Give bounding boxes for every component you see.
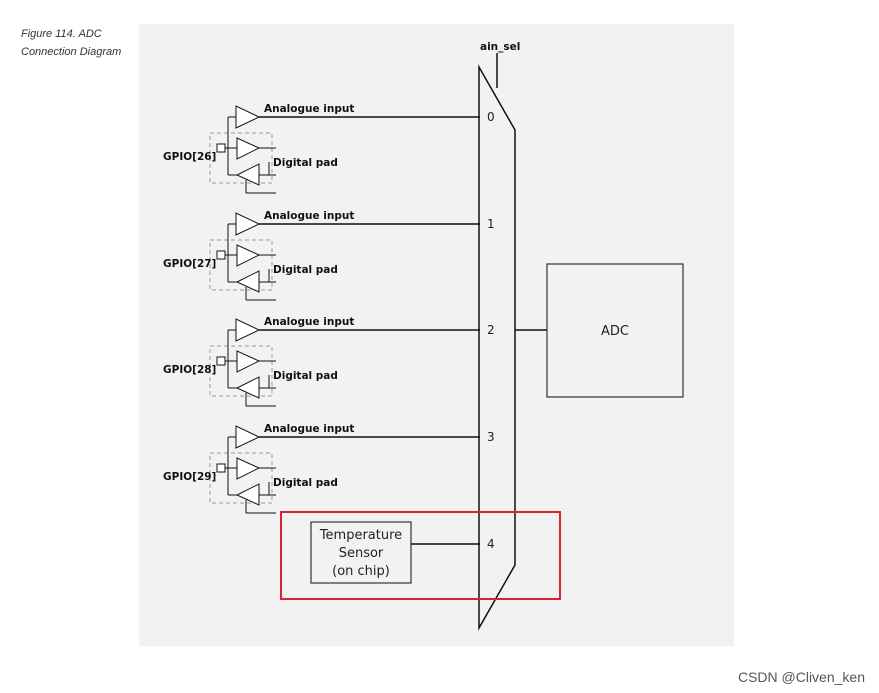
caption-line-1: Figure 114. ADC: [21, 28, 102, 40]
analogue-input-label: Analogue input: [264, 316, 354, 328]
gpio-label: GPIO[29]: [163, 471, 216, 483]
caption-line-2: Connection Diagram: [21, 46, 122, 58]
temperature-sensor-line-2: Sensor: [339, 546, 384, 561]
pad-terminal: [216, 143, 226, 153]
digital-pad-label: Digital pad: [273, 370, 338, 382]
gpio-pad-dashed-box: [209, 132, 273, 184]
mux-input-2: 2: [487, 323, 495, 337]
gpio-label: GPIO[26]: [163, 151, 216, 163]
temperature-sensor-line-1: Temperature: [319, 528, 402, 543]
analogue-input-label: Analogue input: [264, 423, 354, 435]
output-driver-icon: [235, 376, 260, 399]
gpio-pad-dashed-box: [209, 345, 273, 397]
pad-terminal: [216, 356, 226, 366]
ain-sel-label: ain_sel: [480, 41, 520, 53]
temperature-sensor-highlight: [280, 511, 561, 600]
input-buffer-icon: [236, 137, 261, 160]
analogue-buffer-icon: [235, 105, 261, 129]
adc-box: [546, 263, 684, 398]
analogue-input-label: Analogue input: [264, 103, 354, 115]
gpio-pad-dashed-box: [209, 239, 273, 291]
digital-pad-label: Digital pad: [273, 477, 338, 489]
gpio-label: GPIO[28]: [163, 364, 216, 376]
gpio-channel-26: GPIO[26] Analogue input Digital pad: [163, 103, 480, 194]
analogue-buffer-icon: [235, 425, 261, 449]
input-buffer-icon: [236, 244, 261, 267]
gpio-label: GPIO[27]: [163, 258, 216, 270]
input-buffer-icon: [236, 457, 261, 480]
analogue-input-label: Analogue input: [264, 210, 354, 222]
analogue-buffer-icon: [235, 318, 261, 342]
output-driver-icon: [235, 483, 260, 506]
mux-input-4: 4: [487, 537, 495, 551]
input-buffer-icon: [236, 350, 261, 373]
pad-terminal: [216, 463, 226, 473]
mux-input-0: 0: [487, 110, 495, 124]
temperature-sensor-box: [310, 521, 412, 584]
multiplexer: [478, 64, 516, 631]
mux-input-1: 1: [487, 217, 495, 231]
adc-label: ADC: [601, 324, 629, 339]
gpio-channel-28: GPIO[28] Analogue input Digital pad: [163, 316, 480, 407]
output-driver-icon: [235, 270, 260, 293]
figure-caption: Figure 114. ADC Connection Diagram: [21, 25, 121, 61]
digital-pad-label: Digital pad: [273, 157, 338, 169]
watermark: CSDN @Cliven_ken: [737, 669, 865, 685]
mux-input-3: 3: [487, 430, 495, 444]
temperature-sensor-line-3: (on chip): [332, 564, 390, 579]
gpio-pad-dashed-box: [209, 452, 273, 504]
pad-terminal: [216, 250, 226, 260]
analogue-buffer-icon: [235, 212, 261, 236]
gpio-channel-27: GPIO[27] Analogue input Digital pad: [163, 210, 480, 301]
output-driver-icon: [235, 163, 260, 186]
gpio-channel-29: GPIO[29] Analogue input Digital pad: [163, 423, 480, 514]
digital-pad-label: Digital pad: [273, 264, 338, 276]
